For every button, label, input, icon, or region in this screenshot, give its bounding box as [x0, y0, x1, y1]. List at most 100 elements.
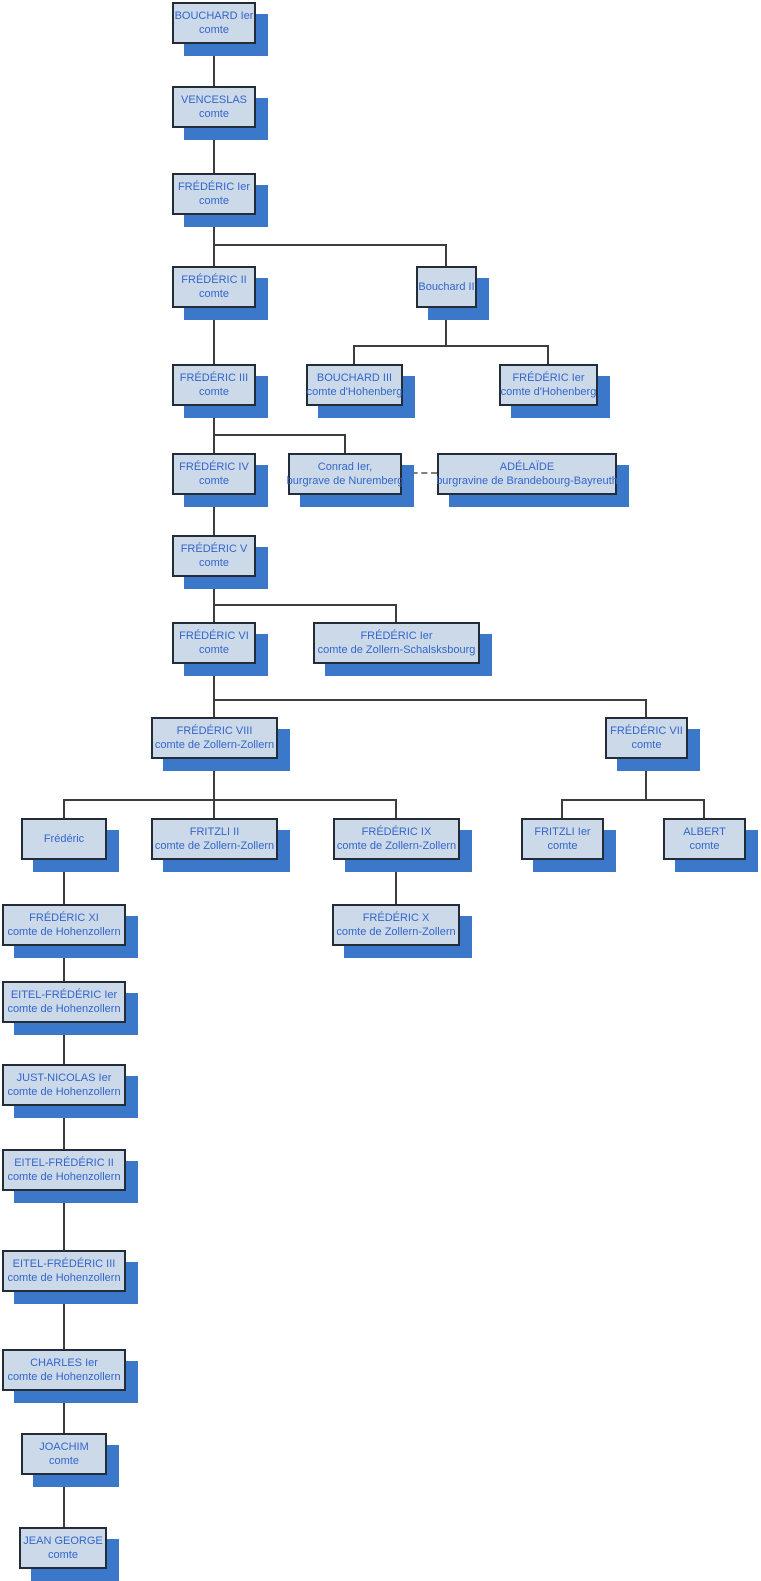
node-name: FRÉDÉRIC II	[181, 274, 247, 286]
node-venceslas: VENCESLAS comte	[172, 86, 256, 128]
connector-line	[63, 1023, 65, 1064]
node-title: comte	[48, 1549, 78, 1561]
node-name: EITEL-FRÉDÉRIC III	[12, 1258, 116, 1270]
node-name: Bouchard II	[418, 281, 475, 293]
node-just-nicolas-ier: JUST-NICOLAS Ier comte de Hohenzollern	[2, 1064, 126, 1106]
connector-line	[213, 604, 397, 606]
node-name: FRÉDÉRIC IX	[361, 826, 432, 838]
node-title: comte	[199, 24, 229, 36]
node-frederic-ier-zollern: FRÉDÉRIC Ier comte de Zollern-Schalsksbo…	[313, 622, 480, 664]
connector-line	[445, 245, 447, 266]
node-title: comte de Hohenzollern	[7, 1272, 121, 1284]
node-eitel-frederic-ier: EITEL-FRÉDÉRIC Ier comte de Hohenzollern	[2, 981, 126, 1023]
node-title: comte de Hohenzollern	[7, 1086, 121, 1098]
connector-line	[213, 495, 215, 535]
connector-line	[645, 700, 647, 717]
node-name: BOUCHARD Ier	[174, 10, 254, 22]
connector-line	[344, 435, 346, 453]
connector-line	[213, 759, 215, 818]
node-name: FRÉDÉRIC VI	[179, 630, 249, 642]
node-name: BOUCHARD III	[316, 372, 393, 384]
connector-line	[353, 346, 355, 364]
node-title: burgrave de Nuremberg	[286, 475, 404, 487]
node-name: ALBERT	[683, 826, 726, 838]
node-name: CHARLES Ier	[30, 1357, 98, 1369]
node-frederic-ii: FRÉDÉRIC II comte	[172, 266, 256, 308]
connector-line	[561, 800, 563, 818]
connector-line	[561, 799, 705, 801]
connector-line	[703, 800, 705, 818]
node-charles-ier: CHARLES Ier comte de Hohenzollern	[2, 1349, 126, 1391]
connector-line	[547, 346, 549, 364]
connector-line	[353, 345, 549, 347]
node-name: FRITZLI Ier	[534, 826, 591, 838]
node-eitel-frederic-ii: EITEL-FRÉDÉRIC II comte de Hohenzollern	[2, 1149, 126, 1191]
node-title: comte de Hohenzollern	[7, 1171, 121, 1183]
node-bouchard-ii: Bouchard II	[416, 266, 477, 308]
node-title: comte de Zollern-Zollern	[154, 739, 275, 751]
node-title: comte de Hohenzollern	[7, 926, 121, 938]
node-fritzli-ii: FRITZLI II comte de Zollern-Zollern	[151, 818, 278, 860]
node-name: FRÉDÉRIC Ier	[512, 372, 585, 384]
node-title: comte de Hohenzollern	[7, 1371, 121, 1383]
connector-line	[213, 699, 647, 701]
node-title: comte	[631, 739, 662, 751]
connector-line	[213, 244, 447, 246]
node-title: comte	[49, 1455, 79, 1467]
node-title: comte	[199, 288, 229, 300]
marriage-connector-line	[402, 472, 437, 474]
node-frederic-ier-hohenberg: FRÉDÉRIC Ier comte d'Hohenberg	[499, 364, 598, 406]
node-jean-george: JEAN GEORGE comte	[19, 1527, 107, 1569]
connector-line	[213, 44, 215, 86]
node-joachim: JOACHIM comte	[21, 1433, 107, 1475]
node-name: EITEL-FRÉDÉRIC II	[14, 1157, 114, 1169]
node-name: FRÉDÉRIC VII	[610, 725, 683, 737]
node-name: FRÉDÉRIC VIII	[176, 725, 253, 737]
node-adelaide: ADÉLAÏDE burgravine de Brandebourg-Bayre…	[436, 453, 618, 495]
connector-line	[213, 215, 215, 266]
node-name: EITEL-FRÉDÉRIC Ier	[10, 989, 118, 1001]
node-frederic-ier: FRÉDÉRIC Ier comte	[172, 173, 256, 215]
node-conrad-ier: Conrad Ier, burgrave de Nuremberg	[286, 453, 404, 495]
connector-line	[213, 308, 215, 364]
node-name: JEAN GEORGE	[23, 1535, 103, 1547]
node-eitel-frederic-iii: EITEL-FRÉDÉRIC III comte de Hohenzollern	[2, 1250, 126, 1292]
connector-line	[395, 800, 397, 818]
node-frederic-iii: FRÉDÉRIC III comte	[172, 364, 256, 406]
node-name: FRÉDÉRIC Ier	[177, 181, 251, 193]
node-title: comte	[199, 108, 229, 120]
node-title: comte de Zollern-Zollern	[336, 926, 456, 938]
connector-line	[63, 946, 65, 981]
node-frederic-vii: FRÉDÉRIC VII comte	[605, 717, 688, 759]
node-title: burgravine de Brandebourg-Bayreuth	[436, 475, 618, 487]
connector-line	[63, 799, 397, 801]
node-title: comte de Zollern-Zollern	[154, 840, 275, 852]
connector-line	[63, 1391, 65, 1433]
node-frederic-vi: FRÉDÉRIC VI comte	[172, 622, 256, 664]
node-title: comte	[199, 195, 229, 207]
node-title: comte de Zollern-Zollern	[336, 840, 457, 852]
node-title: comte	[199, 644, 229, 656]
node-title: comte	[199, 557, 229, 569]
node-title: comte de Hohenzollern	[7, 1003, 121, 1015]
node-frederic-x: FRÉDÉRIC X comte de Zollern-Zollern	[332, 904, 460, 946]
node-frederic-ix: FRÉDÉRIC IX comte de Zollern-Zollern	[333, 818, 460, 860]
connector-line	[213, 664, 215, 717]
node-name: JUST-NICOLAS Ier	[16, 1072, 112, 1084]
node-title: comte	[199, 475, 229, 487]
node-name: FRÉDÉRIC IV	[179, 461, 249, 473]
node-title: comte	[689, 840, 720, 852]
connector-line	[213, 406, 215, 453]
node-frederic-v: FRÉDÉRIC V comte	[172, 535, 256, 577]
node-name: FRITZLI II	[189, 826, 240, 838]
node-title: comte d'Hohenberg	[500, 386, 597, 398]
node-name: Conrad Ier,	[317, 461, 373, 473]
node-title: comte	[547, 840, 578, 852]
connector-line	[63, 1292, 65, 1349]
node-frederic-branch: Frédéric	[21, 818, 107, 860]
connector-line	[63, 860, 65, 904]
connector-line	[395, 860, 397, 904]
node-name: VENCESLAS	[180, 94, 248, 106]
node-name: JOACHIM	[39, 1441, 89, 1453]
